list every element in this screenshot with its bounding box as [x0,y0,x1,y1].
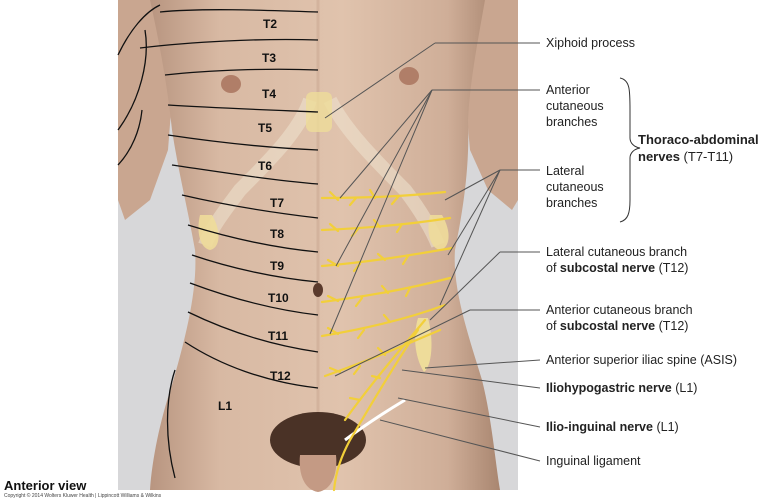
segment-label: T6 [258,159,272,173]
label-lateral-cutaneous-branches: Lateral cutaneous branches [546,164,604,210]
dermatome-lines [117,4,319,479]
label-asis: Anterior superior iliac spine (ASIS) [546,353,738,367]
navel [313,283,323,297]
right-arm [118,0,175,220]
segment-labels: T2 T3 T4 T5 T6 T7 T8 T9 T10 T11 T12 L1 [218,17,291,413]
segment-label: T9 [270,259,284,273]
right-rib-tip [198,215,219,250]
label-thoraco-abdominal-nerves: Thoraco-abdominal nerves (T7-T11) [638,132,759,164]
segment-label: T7 [270,196,284,210]
inguinal-ligament [344,398,406,442]
torso [150,0,500,490]
label-xiphoid-process: Xiphoid process [546,36,635,50]
leader-lines [324,42,641,462]
label-anterior-cutaneous-branch-subcostal: Anterior cutaneous branch of subcostal n… [546,303,693,333]
left-arm [462,0,518,210]
segment-label: T11 [268,329,288,343]
asis-bone [415,318,432,372]
segment-label: T12 [270,369,291,383]
segment-label: T8 [270,227,284,241]
left-nipple [399,67,419,85]
copyright-notice: Copyright © 2014 Wolters Kluwer Health |… [4,493,162,499]
label-iliohypogastric-nerve: Iliohypogastric nerve (L1) [546,381,698,395]
label-ilio-inguinal-nerve: Ilio-inguinal nerve (L1) [546,420,679,434]
view-caption: Anterior view [4,478,87,493]
left-rib-tip [428,215,449,250]
label-anterior-cutaneous-branches: Anterior cutaneous branches [546,83,604,129]
xiphoid-process [306,92,332,132]
segment-label: T3 [262,51,276,65]
label-lateral-cutaneous-branch-subcostal: Lateral cutaneous branch of subcostal ne… [546,245,689,275]
pubic-hair [270,412,366,468]
segment-label: T4 [262,87,276,101]
segment-label: T2 [263,17,277,31]
right-nipple [221,75,241,93]
segment-label: L1 [218,399,232,413]
segment-label: T10 [268,291,289,305]
nerve-paths [320,188,454,492]
label-inguinal-ligament: Inguinal ligament [546,454,641,468]
segment-label: T5 [258,121,272,135]
